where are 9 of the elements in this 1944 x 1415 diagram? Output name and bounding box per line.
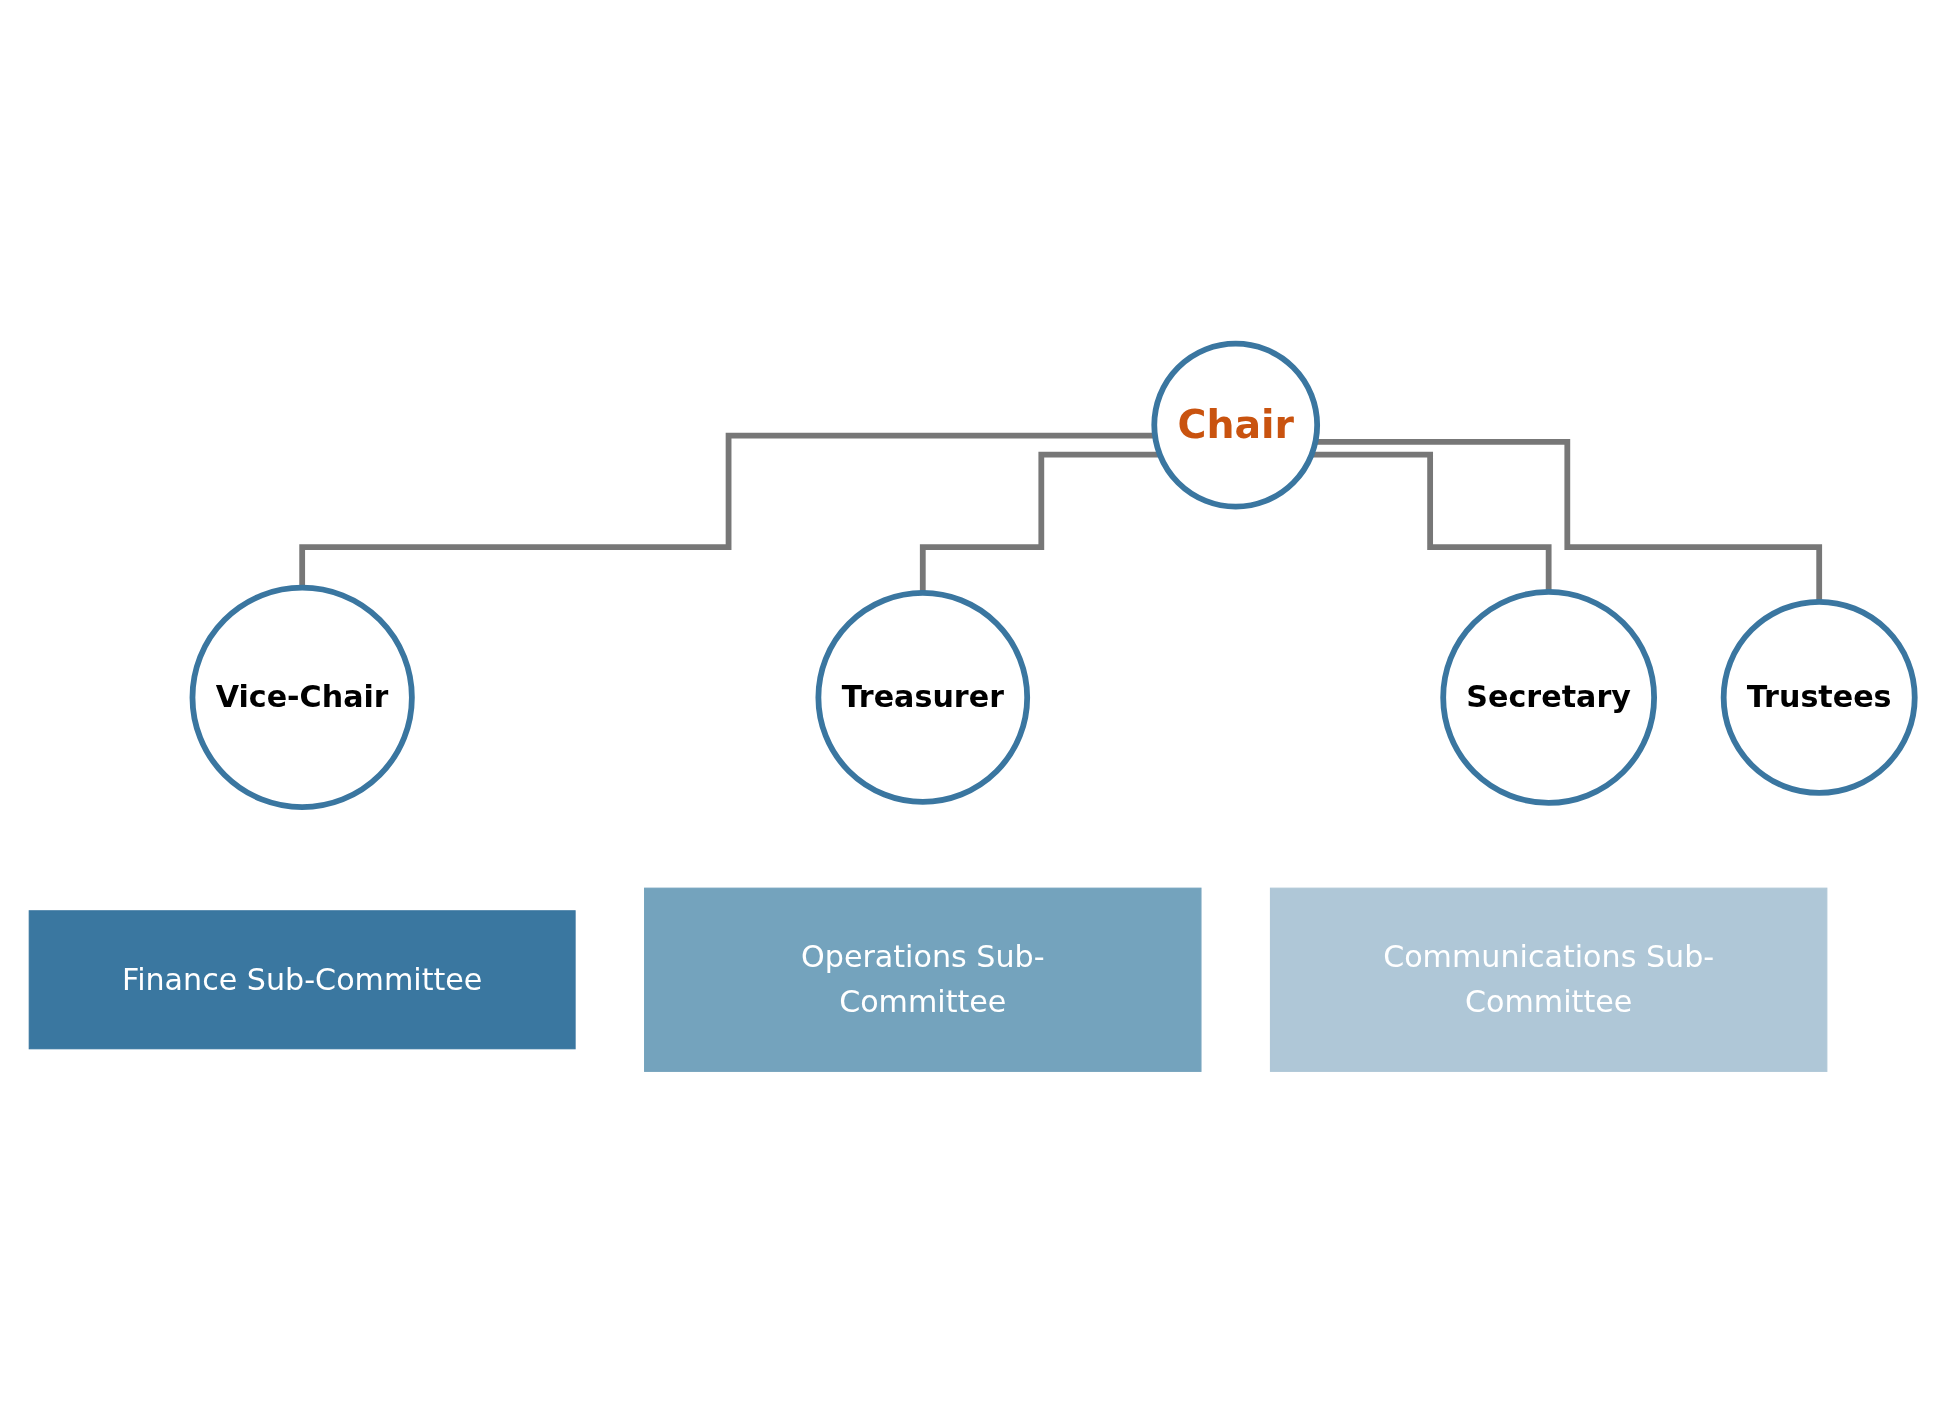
node-circle — [1151, 340, 1321, 510]
node-box — [1269, 887, 1828, 1072]
node-circle — [815, 590, 1031, 805]
org-chart: Chair Vice-Chair Treasurer Secretary Trustees Finance Sub-Committee Operations Sub-Committee Communications Sub-Committee — [20, 20, 1924, 1395]
node-circle — [1440, 589, 1657, 806]
node-box — [644, 887, 1202, 1072]
node-circle — [189, 584, 415, 810]
node-box — [28, 910, 576, 1050]
node-circle — [1720, 598, 1918, 796]
